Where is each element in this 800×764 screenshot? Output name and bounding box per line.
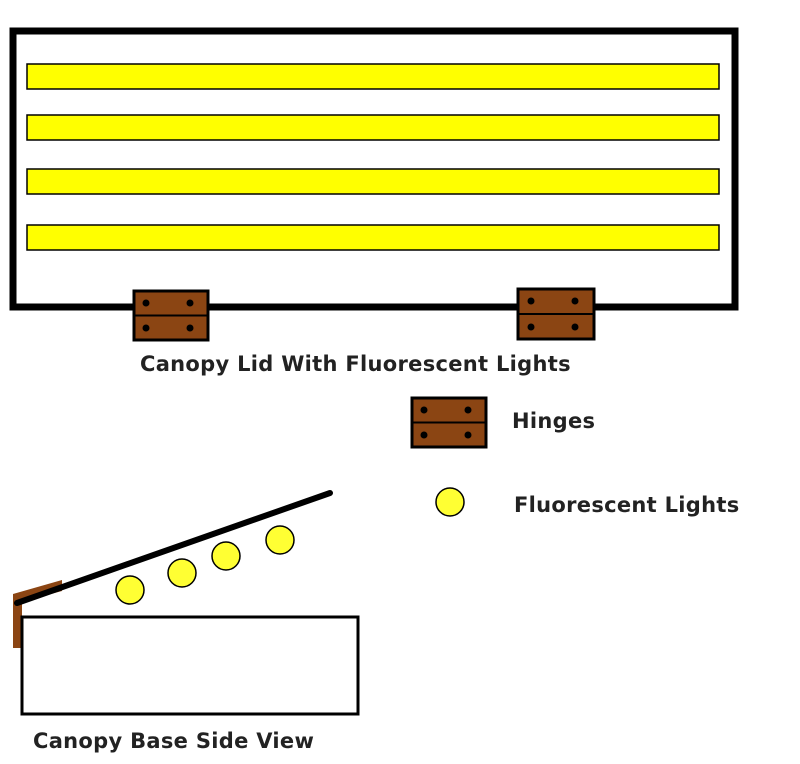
open-lid-line: [14, 490, 333, 606]
side-light: [167, 558, 197, 588]
lid-caption: Canopy Lid With Fluorescent Lights: [140, 352, 571, 376]
hinge-icon: [410, 396, 488, 449]
legend-lights-label: Fluorescent Lights: [514, 493, 740, 517]
fluorescent-tube: [26, 224, 720, 251]
hinge-icon: [516, 287, 596, 341]
base-caption: Canopy Base Side View: [33, 729, 315, 753]
fluorescent-tube: [26, 63, 720, 90]
side-light: [265, 525, 295, 555]
legend-hinges-label: Hinges: [512, 409, 596, 433]
hinge-icon: [132, 289, 210, 342]
side-light: [115, 575, 145, 605]
canopy-base-box: [20, 615, 360, 716]
fluorescent-tube: [26, 114, 720, 141]
side-light: [211, 541, 241, 571]
fluorescent-tube: [26, 168, 720, 195]
light-icon: [435, 487, 465, 517]
